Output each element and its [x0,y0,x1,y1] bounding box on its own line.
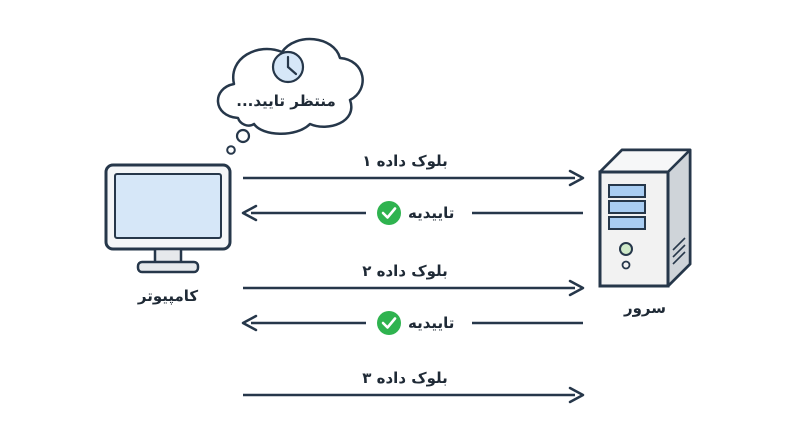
power-button [621,260,631,270]
thought-cloud [216,37,364,135]
desktop-computer-icon [104,163,232,274]
monitor-base [136,260,200,274]
ack-label-4: تاییدیه [408,314,455,332]
check-circle-icon [377,311,401,335]
data-block-label-5: بلوک داده ۳ [362,369,448,387]
thought-bubble [216,37,364,155]
message-arrowhead-3 [568,279,585,297]
thought-dot-large [235,128,251,144]
check-mark-icon [381,207,397,219]
clock-icon [271,50,305,84]
data-block-label-1: بلوک داده ۱ [362,152,448,170]
check-mark-icon [381,317,397,329]
power-led [619,242,633,256]
drive-bay-3 [608,216,646,230]
check-circle-icon [377,201,401,225]
server-label: سرور [623,299,667,317]
message-arrows [241,169,585,404]
drive-bay-2 [608,200,646,214]
message-arrowhead-2 [241,204,258,222]
thought-text: منتظر تایید... [236,92,336,110]
drive-bay-1 [608,184,646,198]
monitor-screen [114,173,222,239]
thought-dot-small [226,145,236,155]
message-arrowhead-1 [568,169,585,187]
computer-label: کامپیوتر [137,287,199,305]
data-block-label-3: بلوک داده ۲ [362,262,448,280]
message-arrowhead-4 [241,314,258,332]
server-tower-icon [598,148,692,288]
ack-label-2: تاییدیه [408,204,455,222]
message-arrowhead-5 [568,386,585,404]
